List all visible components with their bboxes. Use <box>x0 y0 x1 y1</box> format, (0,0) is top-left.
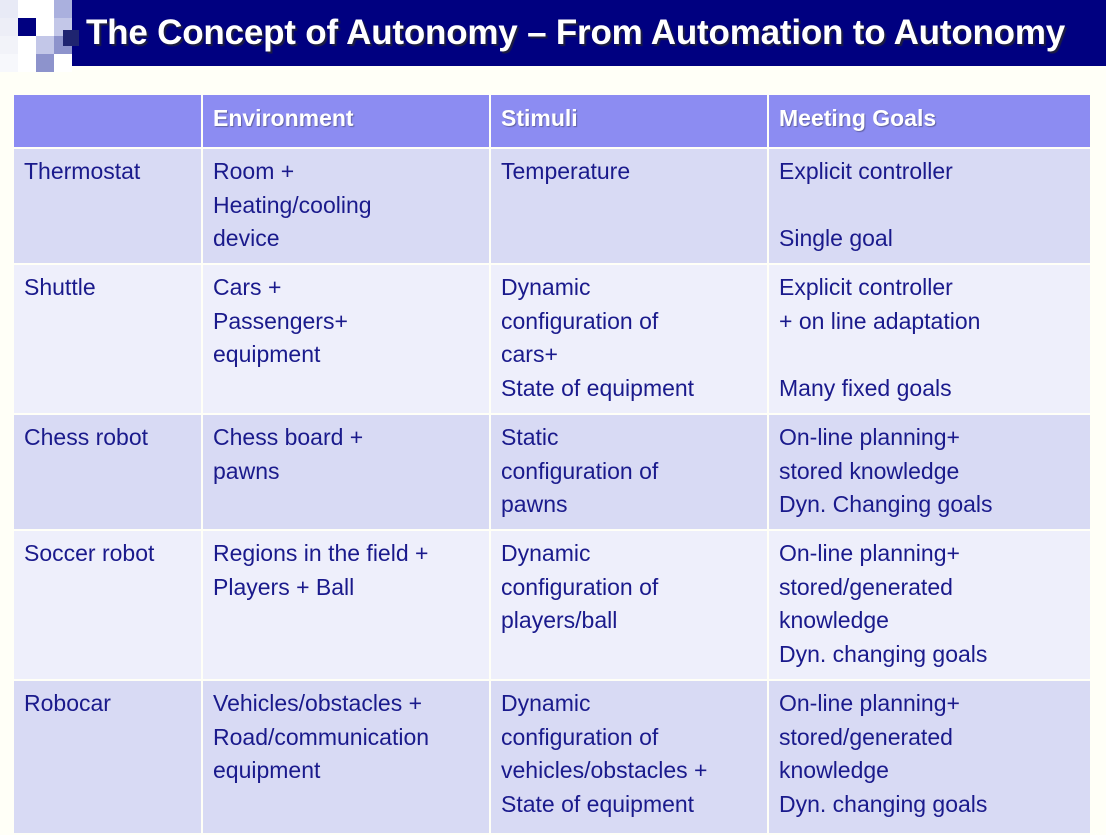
table-row: Soccer robot Regions in the field + Play… <box>14 531 1090 679</box>
deco-square-6 <box>36 18 54 36</box>
cell-stimuli: Dynamic configuration of cars+ State of … <box>491 265 767 413</box>
deco-square-4 <box>0 18 18 36</box>
deco-square-10 <box>36 36 54 54</box>
row-label: Thermostat <box>14 149 201 263</box>
column-header-blank <box>14 95 201 147</box>
column-header-meeting-goals: Meeting Goals <box>769 95 1090 147</box>
table-row: Chess robot Chess board + pawns Static c… <box>14 415 1090 529</box>
deco-square-14 <box>36 54 54 72</box>
checker-squares-decoration <box>0 0 80 76</box>
table-row: Robocar Vehicles/obstacles + Road/commun… <box>14 681 1090 833</box>
table-row: Shuttle Cars + Passengers+ equipment Dyn… <box>14 265 1090 413</box>
table-body: Thermostat Room + Heating/cooling device… <box>14 149 1090 833</box>
title-banner <box>71 0 1106 66</box>
cell-meeting-goals: On-line planning+ stored/generated knowl… <box>769 681 1090 833</box>
deco-square-8 <box>0 36 18 54</box>
deco-square-9 <box>18 36 36 54</box>
deco-square-3 <box>54 0 72 18</box>
cell-environment: Cars + Passengers+ equipment <box>203 265 489 413</box>
cell-meeting-goals: On-line planning+ stored/generated knowl… <box>769 531 1090 679</box>
cell-environment: Regions in the field + Players + Ball <box>203 531 489 679</box>
deco-square-12 <box>0 54 18 72</box>
autonomy-comparison-table: Environment Stimuli Meeting Goals Thermo… <box>12 93 1092 835</box>
deco-square-15 <box>54 54 72 72</box>
deco-square-2 <box>36 0 54 18</box>
page-title: The Concept of Autonomy – From Automatio… <box>86 13 1066 52</box>
deco-square-16 <box>63 30 79 46</box>
cell-meeting-goals: Explicit controller Single goal <box>769 149 1090 263</box>
row-label: Shuttle <box>14 265 201 413</box>
row-label: Robocar <box>14 681 201 833</box>
deco-square-5 <box>18 18 36 36</box>
cell-stimuli: Temperature <box>491 149 767 263</box>
cell-meeting-goals: Explicit controller + on line adaptation… <box>769 265 1090 413</box>
deco-square-13 <box>18 54 36 72</box>
cell-environment: Vehicles/obstacles + Road/communication … <box>203 681 489 833</box>
cell-meeting-goals: On-line planning+ stored knowledge Dyn. … <box>769 415 1090 529</box>
deco-square-1 <box>18 0 36 18</box>
cell-stimuli: Dynamic configuration of players/ball <box>491 531 767 679</box>
table-header-row: Environment Stimuli Meeting Goals <box>14 95 1090 147</box>
column-header-stimuli: Stimuli <box>491 95 767 147</box>
cell-environment: Chess board + pawns <box>203 415 489 529</box>
cell-environment: Room + Heating/cooling device <box>203 149 489 263</box>
comparison-table-wrapper: Environment Stimuli Meeting Goals Thermo… <box>12 93 1090 833</box>
cell-stimuli: Static configuration of pawns <box>491 415 767 529</box>
deco-square-0 <box>0 0 18 18</box>
column-header-environment: Environment <box>203 95 489 147</box>
row-label: Soccer robot <box>14 531 201 679</box>
cell-stimuli: Dynamic configuration of vehicles/obstac… <box>491 681 767 833</box>
table-row: Thermostat Room + Heating/cooling device… <box>14 149 1090 263</box>
row-label: Chess robot <box>14 415 201 529</box>
